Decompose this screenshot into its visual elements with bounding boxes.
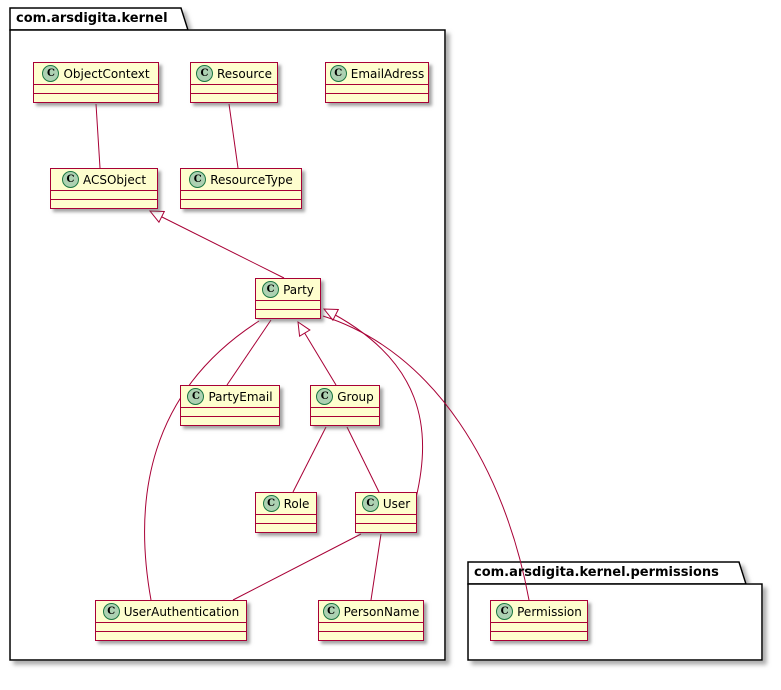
class-c-icon: C bbox=[496, 603, 514, 620]
package-title-permissions: com.arsdigita.kernel.permissions bbox=[474, 565, 719, 580]
edge-partyemail-party bbox=[226, 319, 272, 386]
class-c-icon: C bbox=[262, 495, 280, 512]
class-permission: C Permission bbox=[490, 600, 588, 641]
edge-group-user bbox=[346, 426, 380, 493]
methods-compartment bbox=[34, 93, 158, 102]
edge-group-extends-party bbox=[297, 320, 337, 386]
class-party: C Party bbox=[255, 278, 321, 319]
class-c-icon: C bbox=[329, 65, 347, 82]
class-name: Role bbox=[283, 496, 310, 511]
methods-compartment bbox=[256, 523, 316, 532]
class-user: C User bbox=[355, 492, 417, 533]
class-c-icon: C bbox=[102, 603, 120, 620]
class-c-icon: C bbox=[42, 65, 60, 82]
class-c-icon: C bbox=[61, 171, 79, 188]
package-title-kernel: com.arsdigita.kernel bbox=[16, 11, 168, 26]
class-name: Resource bbox=[216, 66, 273, 81]
fields-compartment bbox=[356, 515, 416, 523]
methods-compartment bbox=[51, 199, 157, 208]
fields-compartment bbox=[319, 623, 423, 631]
fields-compartment bbox=[256, 515, 316, 523]
class-name: ACSObject bbox=[82, 172, 147, 187]
methods-compartment bbox=[96, 631, 246, 640]
methods-compartment bbox=[256, 309, 320, 318]
fields-compartment bbox=[491, 623, 587, 631]
fields-compartment bbox=[311, 408, 379, 416]
class-header: C Party bbox=[256, 279, 320, 301]
class-name: Party bbox=[283, 282, 314, 297]
fields-compartment bbox=[51, 191, 157, 199]
methods-compartment bbox=[326, 93, 428, 102]
class-objectcontext: C ObjectContext bbox=[33, 62, 159, 103]
class-userauthentication: C UserAuthentication bbox=[95, 600, 247, 641]
class-header: C Resource bbox=[191, 63, 277, 85]
edge-party-extends-acsobject bbox=[148, 210, 285, 279]
class-resourcetype: C ResourceType bbox=[180, 168, 302, 209]
class-c-icon: C bbox=[322, 603, 340, 620]
methods-compartment bbox=[181, 416, 279, 425]
class-header: C Group bbox=[311, 386, 379, 408]
methods-compartment bbox=[356, 523, 416, 532]
methods-compartment bbox=[319, 631, 423, 640]
class-header: C ObjectContext bbox=[34, 63, 158, 85]
class-header: C Permission bbox=[491, 601, 587, 623]
class-c-icon: C bbox=[189, 171, 207, 188]
methods-compartment bbox=[181, 199, 301, 208]
edge-user-personname bbox=[370, 533, 382, 601]
class-c-icon: C bbox=[187, 388, 205, 405]
class-header: C User bbox=[356, 493, 416, 515]
methods-compartment bbox=[311, 416, 379, 425]
edge-resource-resourcetype bbox=[228, 103, 239, 169]
class-name: UserAuthentication bbox=[123, 604, 240, 619]
class-name: User bbox=[382, 496, 411, 511]
class-c-icon: C bbox=[361, 495, 379, 512]
fields-compartment bbox=[256, 301, 320, 309]
edge-permission-party bbox=[322, 315, 530, 601]
edge-group-role bbox=[292, 426, 327, 493]
class-name: Group bbox=[337, 389, 374, 404]
class-name: EmailAdress bbox=[350, 66, 425, 81]
class-name: PersonName bbox=[343, 604, 420, 619]
edge-objectcontext-acsobject bbox=[95, 103, 101, 169]
class-name: ObjectContext bbox=[63, 66, 150, 81]
fields-compartment bbox=[181, 191, 301, 199]
class-personname: C PersonName bbox=[318, 600, 424, 641]
class-header: C EmailAdress bbox=[326, 63, 428, 85]
class-resource: C Resource bbox=[190, 62, 278, 103]
class-c-icon: C bbox=[262, 281, 280, 298]
class-role: C Role bbox=[255, 492, 317, 533]
class-header: C ResourceType bbox=[181, 169, 301, 191]
edge-user-userauthentication bbox=[232, 533, 362, 601]
class-emailadress: C EmailAdress bbox=[325, 62, 429, 103]
class-header: C PartyEmail bbox=[181, 386, 279, 408]
package-kernel-shape bbox=[9, 7, 446, 661]
class-acsobject: C ACSObject bbox=[50, 168, 158, 209]
class-partyemail: C PartyEmail bbox=[180, 385, 280, 426]
methods-compartment bbox=[191, 93, 277, 102]
class-header: C UserAuthentication bbox=[96, 601, 246, 623]
class-header: C ACSObject bbox=[51, 169, 157, 191]
fields-compartment bbox=[34, 85, 158, 93]
edge-userauthentication-party bbox=[144, 320, 260, 601]
class-name: ResourceType bbox=[210, 172, 293, 187]
class-name: PartyEmail bbox=[208, 389, 273, 404]
class-c-icon: C bbox=[316, 388, 334, 405]
class-name: Permission bbox=[517, 604, 582, 619]
class-group: C Group bbox=[310, 385, 380, 426]
fields-compartment bbox=[326, 85, 428, 93]
class-header: C Role bbox=[256, 493, 316, 515]
class-header: C PersonName bbox=[319, 601, 423, 623]
fields-compartment bbox=[181, 408, 279, 416]
class-c-icon: C bbox=[195, 65, 213, 82]
edge-user-extends-party bbox=[322, 308, 424, 499]
fields-compartment bbox=[191, 85, 277, 93]
methods-compartment bbox=[491, 631, 587, 640]
fields-compartment bbox=[96, 623, 246, 631]
